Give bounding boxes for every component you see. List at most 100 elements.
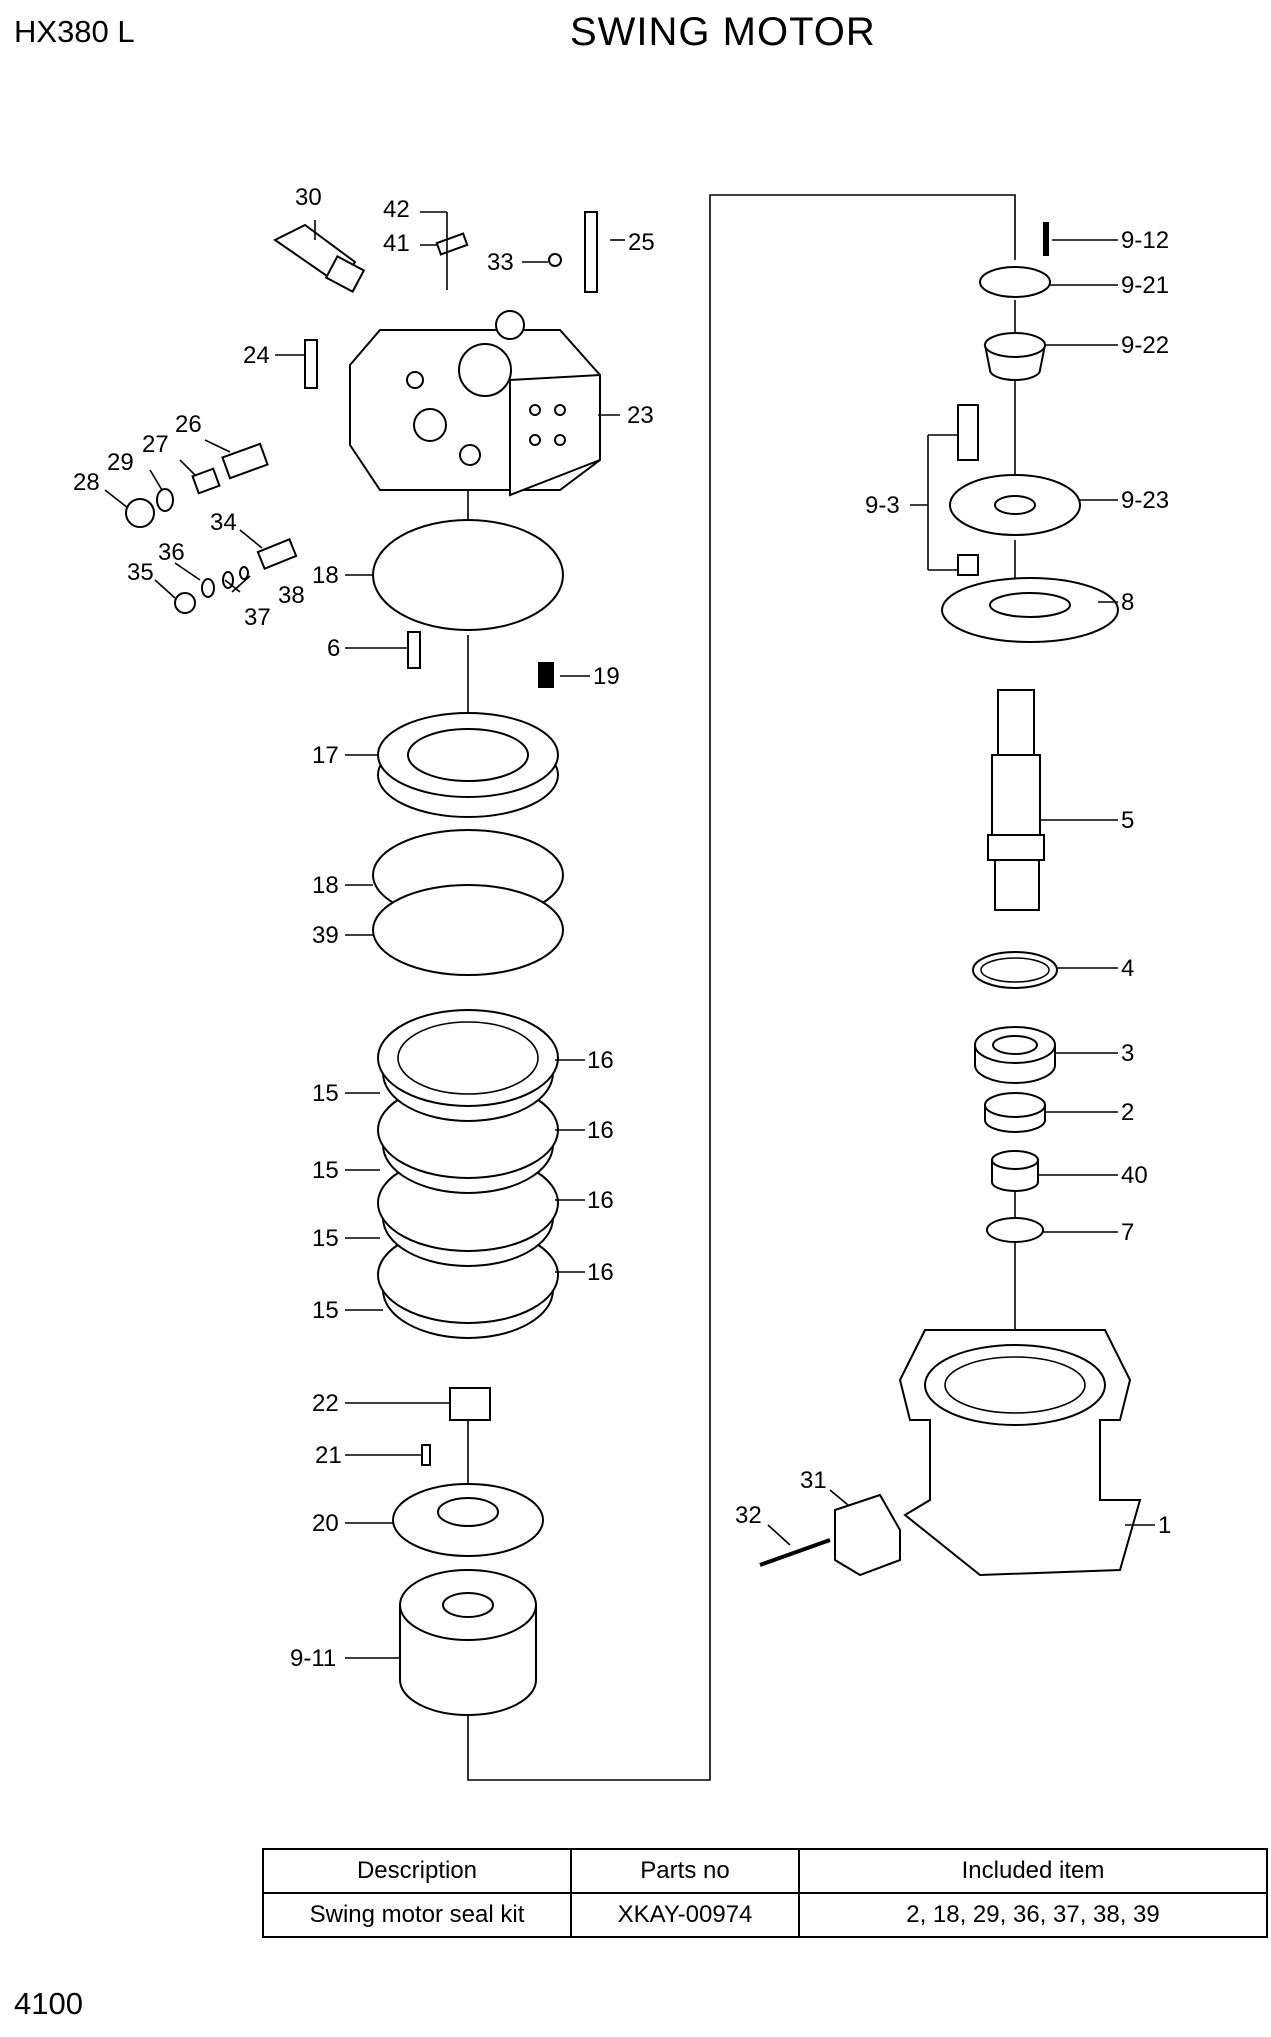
callout-25: 25 [628,229,655,256]
roller-bearing-part-3 [974,1026,1056,1084]
callout-17: 17 [312,742,339,769]
callout-9-23: 9-23 [1121,487,1169,514]
bushing-part-40 [991,1150,1039,1192]
callout-30: 30 [295,184,322,211]
table-row: Swing motor seal kit XKAY-00974 2, 18, 2… [262,1892,1268,1938]
callout-35: 35 [127,559,154,586]
nameplate-part-41 [435,232,469,256]
callout-19: 19 [593,663,620,690]
callout-38: 38 [278,582,305,609]
callout-18-upper: 18 [312,562,339,589]
plug-part-35 [174,592,196,614]
plug-part-33 [548,253,562,267]
o-ring-part-18-upper [372,519,564,631]
callout-9-21: 9-21 [1121,272,1169,299]
callout-8: 8 [1121,589,1134,616]
casing-part-1 [898,1329,1142,1577]
callout-9-22: 9-22 [1121,332,1169,359]
callout-42: 42 [383,196,410,223]
swash-plate-part-8 [941,577,1119,643]
relief-valve-part-30 [273,223,366,293]
callout-15-d: 15 [312,1297,339,1324]
pin-part-9-12 [1043,222,1049,256]
bolt-part-32 [759,1538,831,1567]
exploded-parts-diagram: 30 42 41 33 25 24 23 26 27 29 28 34 36 3… [73,184,1171,1781]
seal-kit-table: Description Parts no Included item Swing… [262,1848,1268,1938]
callout-15-a: 15 [312,1080,339,1107]
callout-20: 20 [312,1510,339,1537]
callout-41: 41 [383,230,410,257]
backup-ring-part-39 [372,884,564,976]
callout-1: 1 [1158,1512,1171,1539]
callout-3: 3 [1121,1040,1134,1067]
callout-5: 5 [1121,807,1134,834]
sleeve-part-34 [256,537,298,571]
snap-ring-part-4 [972,951,1058,989]
table-header-row: Description Parts no Included item [262,1848,1268,1894]
assembly-connector-line [467,194,1016,1781]
spring-part-19 [538,662,554,688]
callout-40: 40 [1121,1162,1148,1189]
callout-16-c: 16 [587,1187,614,1214]
brake-piston-part-17 [377,712,559,818]
callout-28: 28 [73,469,100,496]
relief-block-part-31 [834,1493,901,1577]
callout-24: 24 [243,342,270,369]
page-number: 4100 [14,1986,83,2021]
column-header-included-item: Included item [798,1848,1268,1894]
callout-33: 33 [487,249,514,276]
bolt-part-24 [304,339,318,389]
pin-part-21 [421,1444,431,1466]
spherical-bushing-part-9-21 [979,266,1051,298]
callout-37: 37 [244,604,271,631]
oil-seal-part-2 [984,1092,1046,1133]
ball-guide-part-9-22 [983,332,1047,381]
callout-4: 4 [1121,955,1134,982]
cell-description: Swing motor seal kit [262,1892,572,1938]
callout-32: 32 [735,1502,762,1529]
spring-part-27 [191,467,221,495]
valve-plate-part-20 [392,1483,544,1557]
bolt-part-25 [584,211,598,293]
callout-21: 21 [315,1442,342,1469]
callout-18-lower: 18 [312,872,339,899]
cell-parts-no: XKAY-00974 [570,1892,800,1938]
callout-16-a: 16 [587,1047,614,1074]
o-ring-part-29 [156,488,174,512]
callout-9-11: 9-11 [290,1645,336,1672]
plug-part-28 [125,498,155,528]
callout-22: 22 [312,1390,339,1417]
callout-39: 39 [312,922,339,949]
callout-9-12: 9-12 [1121,227,1169,254]
model-name: HX380 L [14,14,135,49]
callout-36: 36 [158,539,185,566]
callout-9-3: 9-3 [865,492,900,519]
piston-assembly-part-9-3 [957,404,979,576]
callout-6: 6 [327,635,340,662]
callout-31: 31 [800,1467,827,1494]
cylinder-block-part-9-11 [399,1569,537,1716]
check-part-26 [221,442,269,480]
set-plate-part-9-23 [949,474,1081,536]
callout-15-b: 15 [312,1157,339,1184]
callout-26: 26 [175,411,202,438]
o-ring-part-36 [201,578,215,598]
needle-bearing-part-22 [449,1387,491,1421]
o-ring-part-38 [239,566,249,580]
pin-part-6 [407,631,421,669]
callout-27: 27 [142,431,169,458]
callout-16-d: 16 [587,1259,614,1286]
callout-29: 29 [107,449,134,476]
valve-block-part-23 [349,310,601,497]
callout-23: 23 [627,402,654,429]
plate-stack-parts-15-16 [377,1009,559,1339]
cell-included-item: 2, 18, 29, 36, 37, 38, 39 [798,1892,1268,1938]
callout-2: 2 [1121,1099,1134,1126]
callout-7: 7 [1121,1219,1134,1246]
snap-ring-part-7 [986,1217,1044,1243]
drive-shaft-part-5 [987,689,1045,911]
callout-34: 34 [210,509,237,536]
column-header-parts-no: Parts no [570,1848,800,1894]
page-title: SWING MOTOR [570,10,876,54]
column-header-description: Description [262,1848,572,1894]
